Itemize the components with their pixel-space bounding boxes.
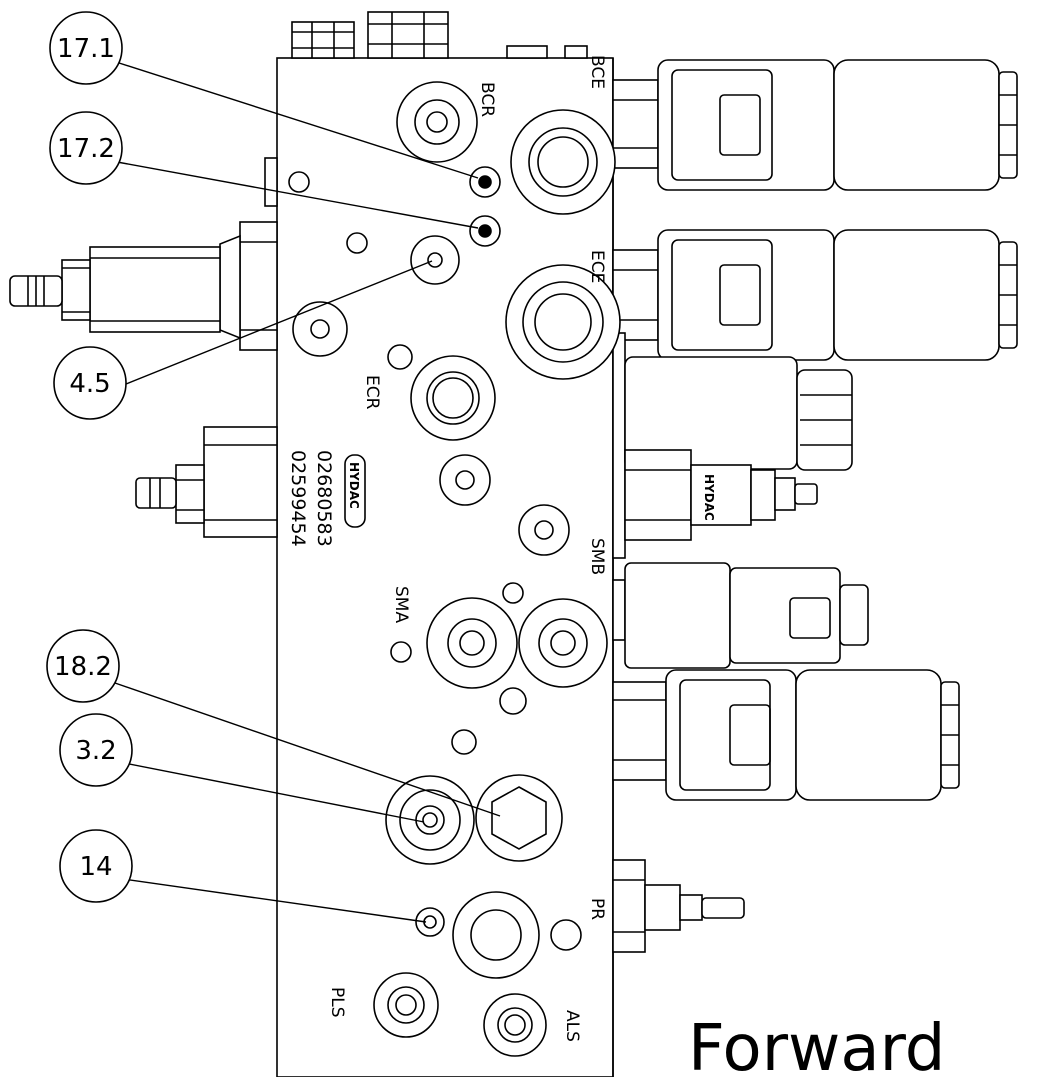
port-label-bce: BCE <box>587 55 607 89</box>
hydac-stamp: HYDAC 02680583 02599454 <box>287 450 366 547</box>
callout-4-5: 4.5 <box>69 369 110 399</box>
callouts: 17.1 17.2 4.5 18.2 3.2 14 <box>46 11 133 903</box>
stamp-number-1: 02680583 <box>313 450 335 547</box>
left-cartridge-valve <box>9 221 278 351</box>
view-label: Forward <box>688 1012 945 1077</box>
leader-lines <box>114 61 501 923</box>
callout-17-1: 17.1 <box>57 34 115 64</box>
port-label-pls: PLS <box>327 987 347 1018</box>
pr-test-fitting <box>612 859 745 953</box>
callout-18-2: 18.2 <box>54 652 112 682</box>
solenoid-smb <box>612 562 869 669</box>
port-label-sma: SMA <box>391 586 411 623</box>
valve-brand-label: HYDAC <box>702 474 716 521</box>
port-labels: BCR BCE ECE ECR SMB SMA PR PLS ALS <box>327 55 607 1042</box>
port-label-pr: PR <box>587 898 607 920</box>
stamp-number-2: 02599454 <box>287 450 309 547</box>
port-label-ecr: ECR <box>362 375 382 410</box>
callout-17-2: 17.2 <box>57 134 115 164</box>
port-label-smb: SMB <box>587 538 607 575</box>
left-lower-valve <box>135 426 278 538</box>
port-label-als: ALS <box>562 1010 582 1042</box>
solenoid-ece <box>612 229 1018 361</box>
port-label-bcr: BCR <box>477 82 497 117</box>
stamp-brand: HYDAC <box>347 462 361 509</box>
callout-3-2: 3.2 <box>75 736 116 766</box>
solenoid-bottom <box>612 669 960 801</box>
port-label-ece: ECE <box>587 250 607 283</box>
top-fittings <box>291 11 588 59</box>
proportional-valve <box>612 332 853 559</box>
callout-14: 14 <box>79 852 112 882</box>
ports <box>288 81 621 1057</box>
solenoid-bce <box>612 59 1018 191</box>
